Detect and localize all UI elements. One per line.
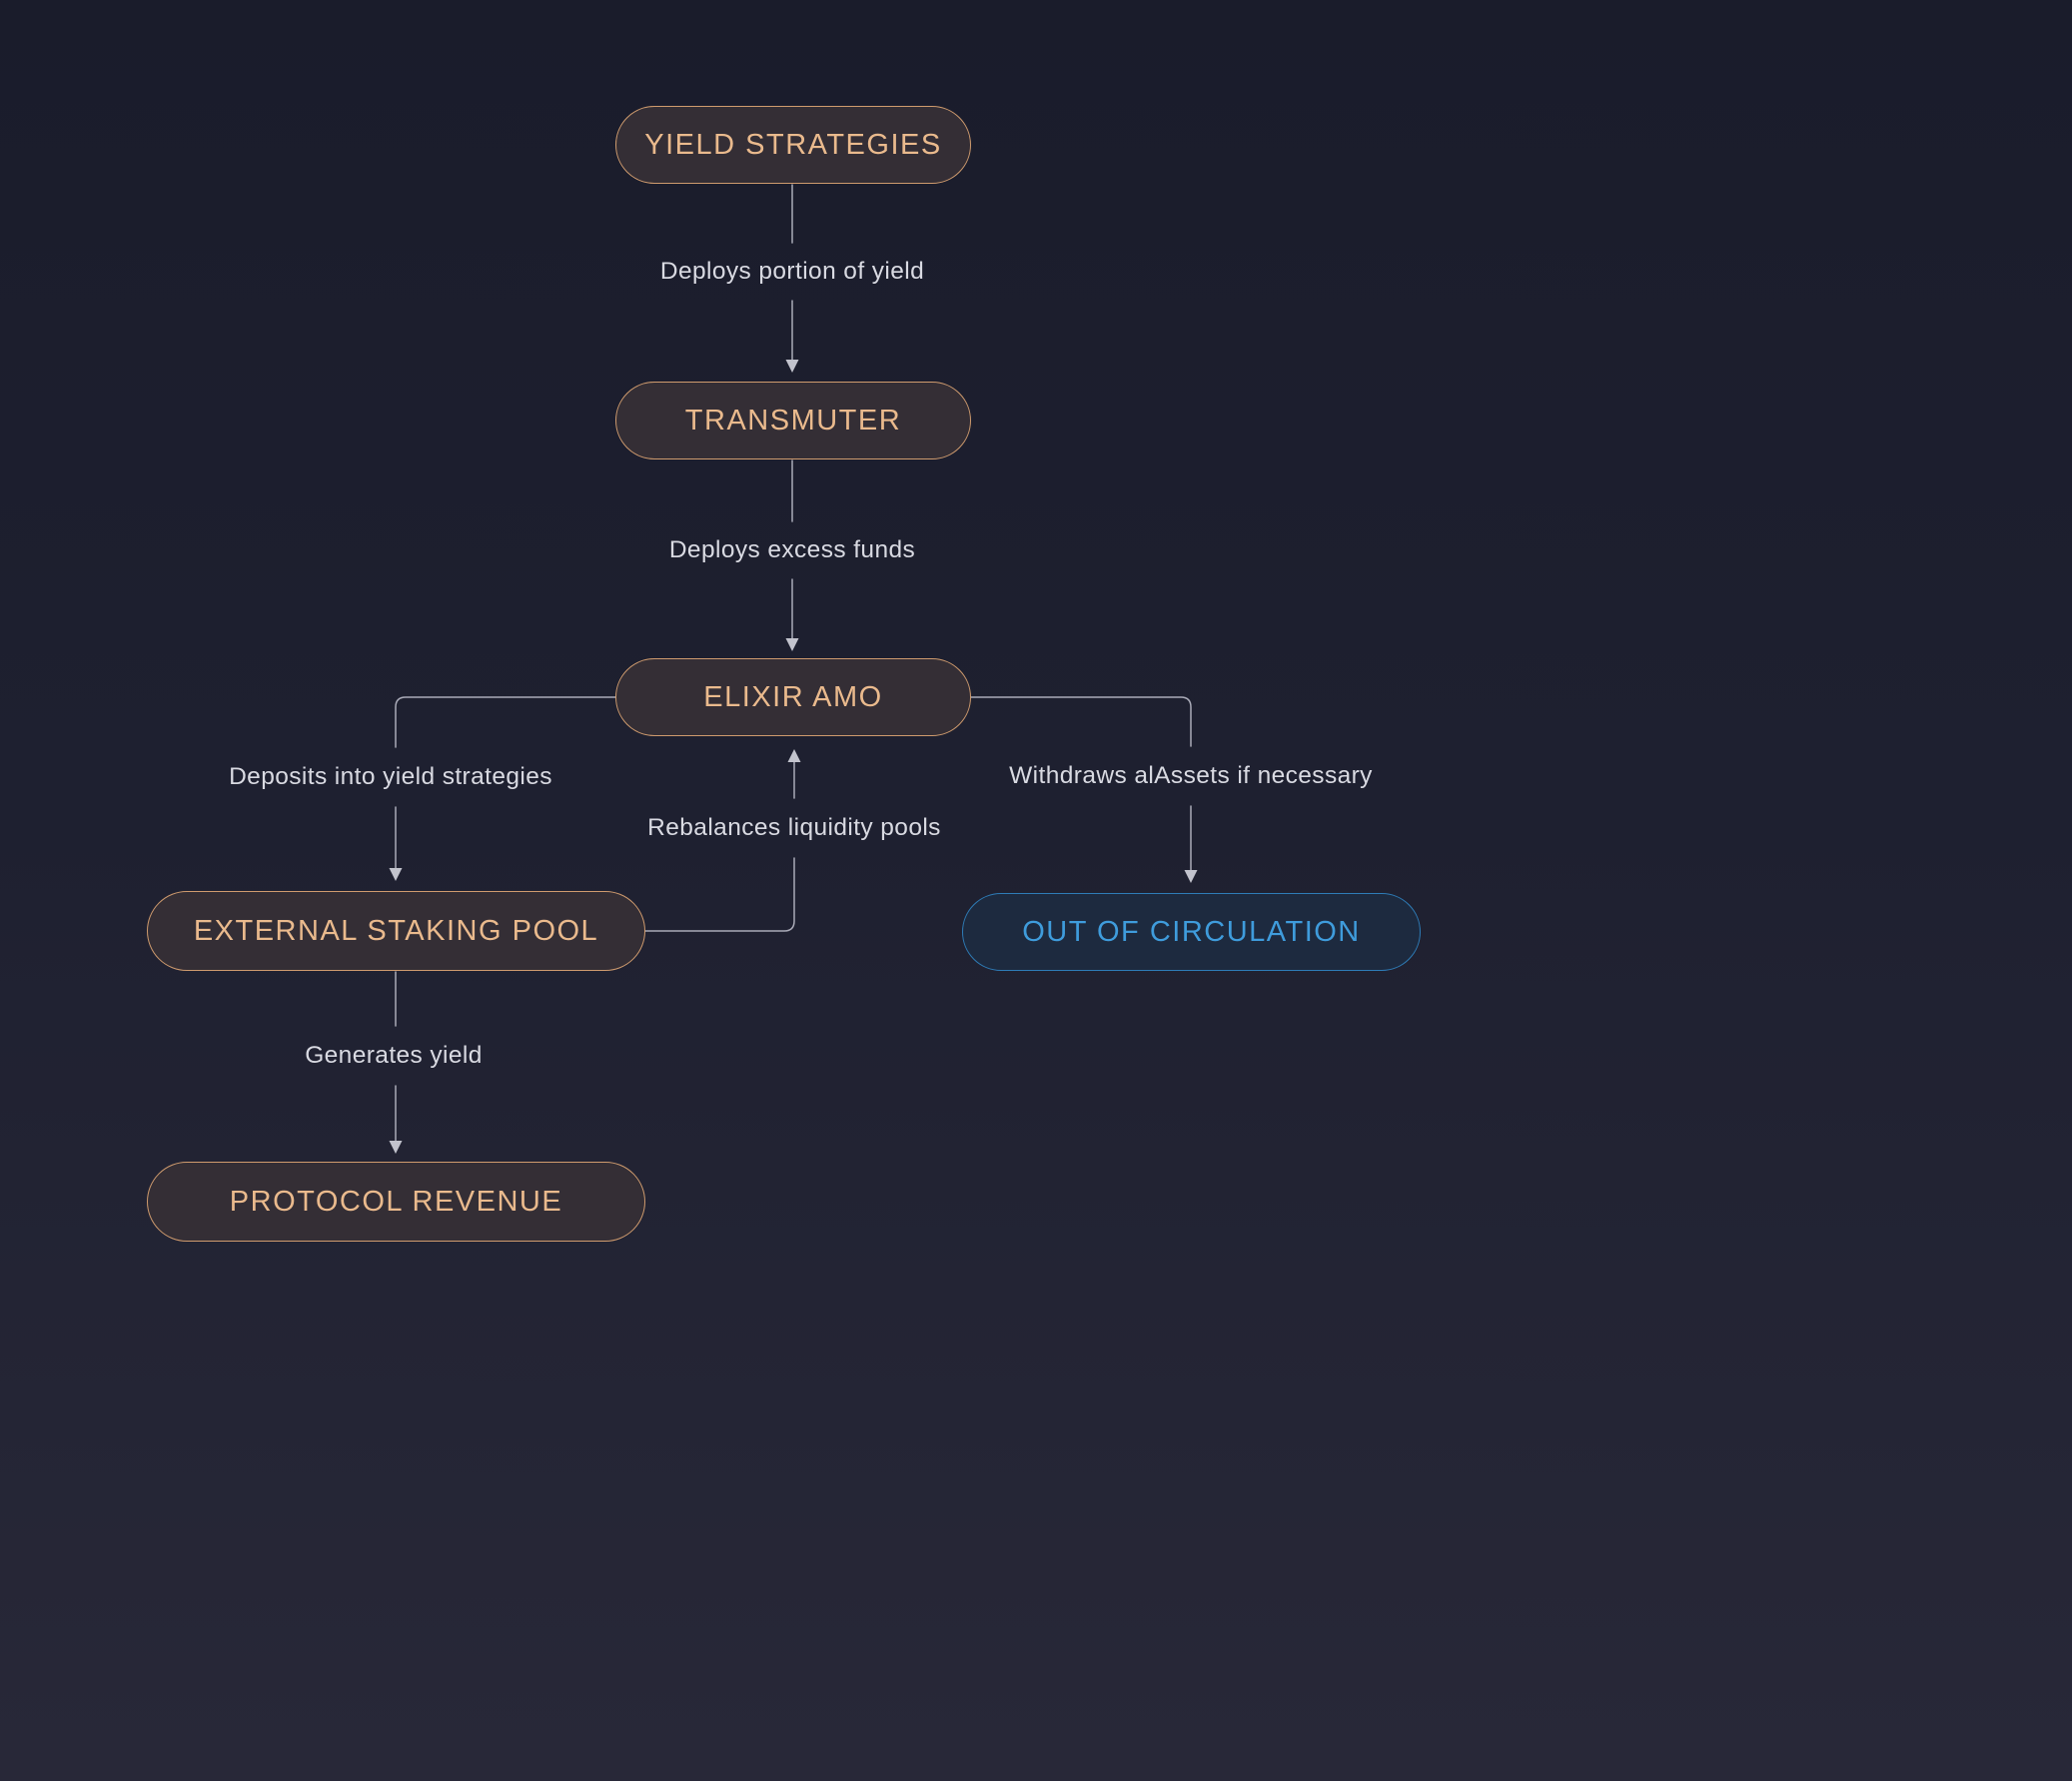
arrowhead-down-transmuter <box>785 360 799 373</box>
arrowhead-up-elixir <box>787 749 801 762</box>
node-protocol-revenue: PROTOCOL REVENUE <box>147 1162 645 1242</box>
node-external-staking-pool: EXTERNAL STAKING POOL <box>147 891 645 971</box>
edge-elixir-to-external <box>395 696 616 869</box>
edge-label-generates-yield: Generates yield <box>305 1042 483 1069</box>
arrowhead-down-protocol <box>389 1141 403 1154</box>
edge-elixir-to-out <box>969 696 1192 871</box>
edge-label-deploys-portion-of-yield: Deploys portion of yield <box>659 258 925 285</box>
edge-label-deploys-excess-funds: Deploys excess funds <box>668 536 916 563</box>
edge-external-to-elixir <box>644 761 795 932</box>
edge-label-deposits-into-yield-strategies: Deposits into yield strategies <box>229 763 552 790</box>
node-yield-strategies: YIELD STRATEGIES <box>615 106 971 184</box>
edge-label-withdraws-alassets-if-necessary: Withdraws alAssets if necessary <box>1009 762 1373 789</box>
edge-label-rebalances-liquidity-pools: Rebalances liquidity pools <box>647 814 941 841</box>
node-transmuter: TRANSMUTER <box>615 382 971 459</box>
arrowhead-down-elixir <box>785 638 799 651</box>
arrowhead-down-out-of-circulation <box>1184 870 1198 883</box>
arrowhead-down-external <box>389 868 403 881</box>
node-out-of-circulation: OUT OF CIRCULATION <box>962 893 1421 971</box>
node-elixir-amo: ELIXIR AMO <box>615 658 971 736</box>
